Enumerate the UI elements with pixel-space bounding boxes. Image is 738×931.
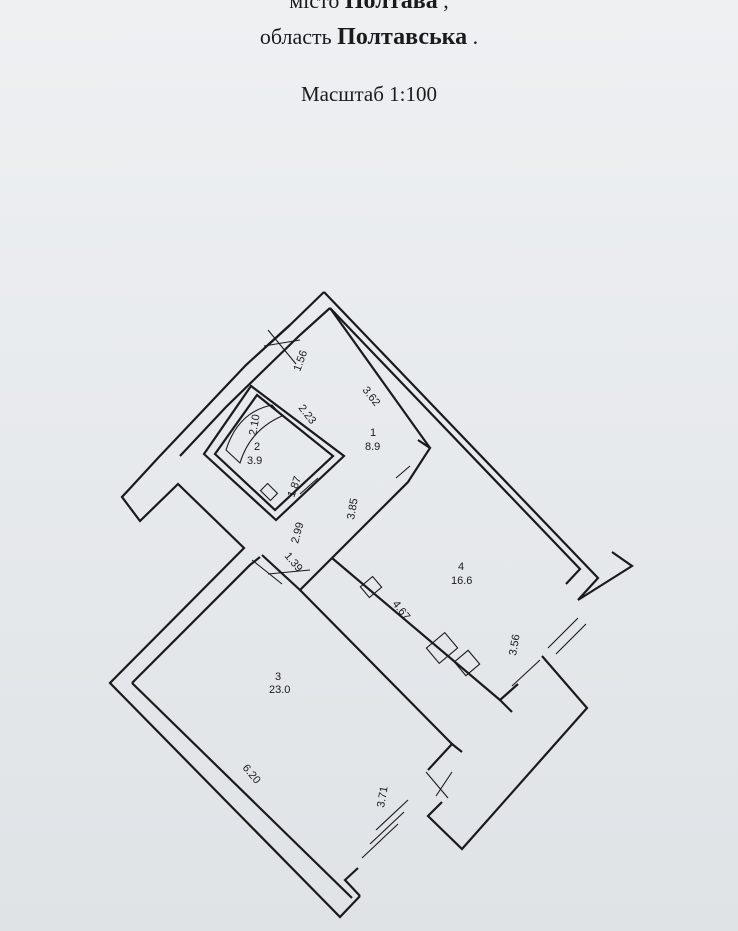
region-line: область Полтавська . <box>0 24 738 51</box>
room-4-number: 4 <box>458 561 464 573</box>
bathroom <box>202 384 346 522</box>
dim-3-71: 3.71 <box>375 785 391 808</box>
kitchen-fixtures <box>359 575 481 677</box>
room-2: 2 3.9 <box>247 441 262 467</box>
outer-walls <box>108 291 634 919</box>
room-2-number: 2 <box>254 441 260 453</box>
city-name: Полтава <box>344 0 438 14</box>
bathtub-icon <box>225 404 283 465</box>
dim-2-99: 2.99 <box>289 521 306 545</box>
city-line: місто Полтава , <box>0 0 738 15</box>
dim-3-62: 3.62 <box>360 384 383 408</box>
openings <box>251 329 587 859</box>
room-3-number: 3 <box>275 671 281 683</box>
room-1-area: 8.9 <box>365 441 380 453</box>
dim-6-20: 6.20 <box>240 762 263 786</box>
room-4-area: 16.6 <box>451 575 472 587</box>
room-1-number: 1 <box>370 427 376 439</box>
stove-icon <box>453 649 481 677</box>
dim-1-56: 1.56 <box>292 349 311 373</box>
dim-2-10: 2.10 <box>247 413 263 436</box>
dimension-labels: 1.56 3.62 2.23 2.10 1.87 2.99 3.85 1.39 … <box>240 349 523 809</box>
room-3: 3 23.0 <box>269 671 290 696</box>
region-name: Полтавська <box>337 24 468 50</box>
room-2-area: 3.9 <box>247 455 262 467</box>
inner-walls <box>131 307 519 899</box>
stove-icon <box>425 631 459 665</box>
room-3-area: 23.0 <box>269 684 290 696</box>
city-prefix: місто <box>289 0 340 13</box>
city-suffix: , <box>437 0 449 13</box>
room-1: 1 8.9 <box>365 427 380 453</box>
sink-icon <box>359 575 383 599</box>
room-4: 4 16.6 <box>451 561 472 587</box>
region-suffix: . <box>467 24 479 49</box>
region-prefix: область <box>259 24 332 49</box>
dim-3-85: 3.85 <box>345 497 361 520</box>
scale-label: Масштаб 1:100 <box>300 82 437 106</box>
sink-icon <box>259 482 279 502</box>
dim-3-56: 3.56 <box>507 633 523 656</box>
